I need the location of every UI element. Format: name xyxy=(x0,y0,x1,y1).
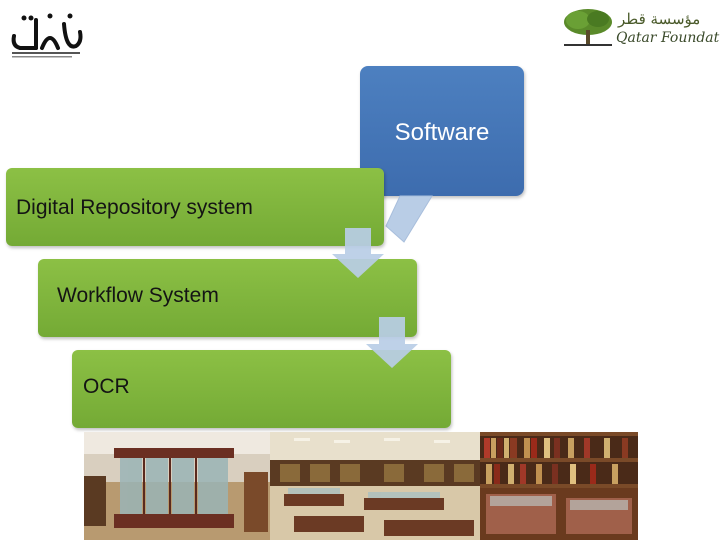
down-arrow-1 xyxy=(332,228,384,278)
qatar-foundation-english: Qatar Foundation xyxy=(616,30,720,46)
thaqafa-logo xyxy=(6,6,86,60)
qatar-foundation-arabic: مؤسسة قطر xyxy=(618,10,701,28)
step-label: OCR xyxy=(83,375,130,398)
software-label: Software xyxy=(394,119,490,146)
library-photos xyxy=(84,432,638,540)
software-box: Software xyxy=(360,66,524,196)
down-arrow-2 xyxy=(366,317,418,368)
step-digital-repository: Digital Repository system xyxy=(6,168,384,246)
qatar-foundation-tree-logo: مؤسسة قطر Qatar Foundation xyxy=(558,8,720,52)
step-label: Digital Repository system xyxy=(16,196,253,219)
software-arrow xyxy=(385,195,433,243)
step-label: Workflow System xyxy=(57,284,219,307)
